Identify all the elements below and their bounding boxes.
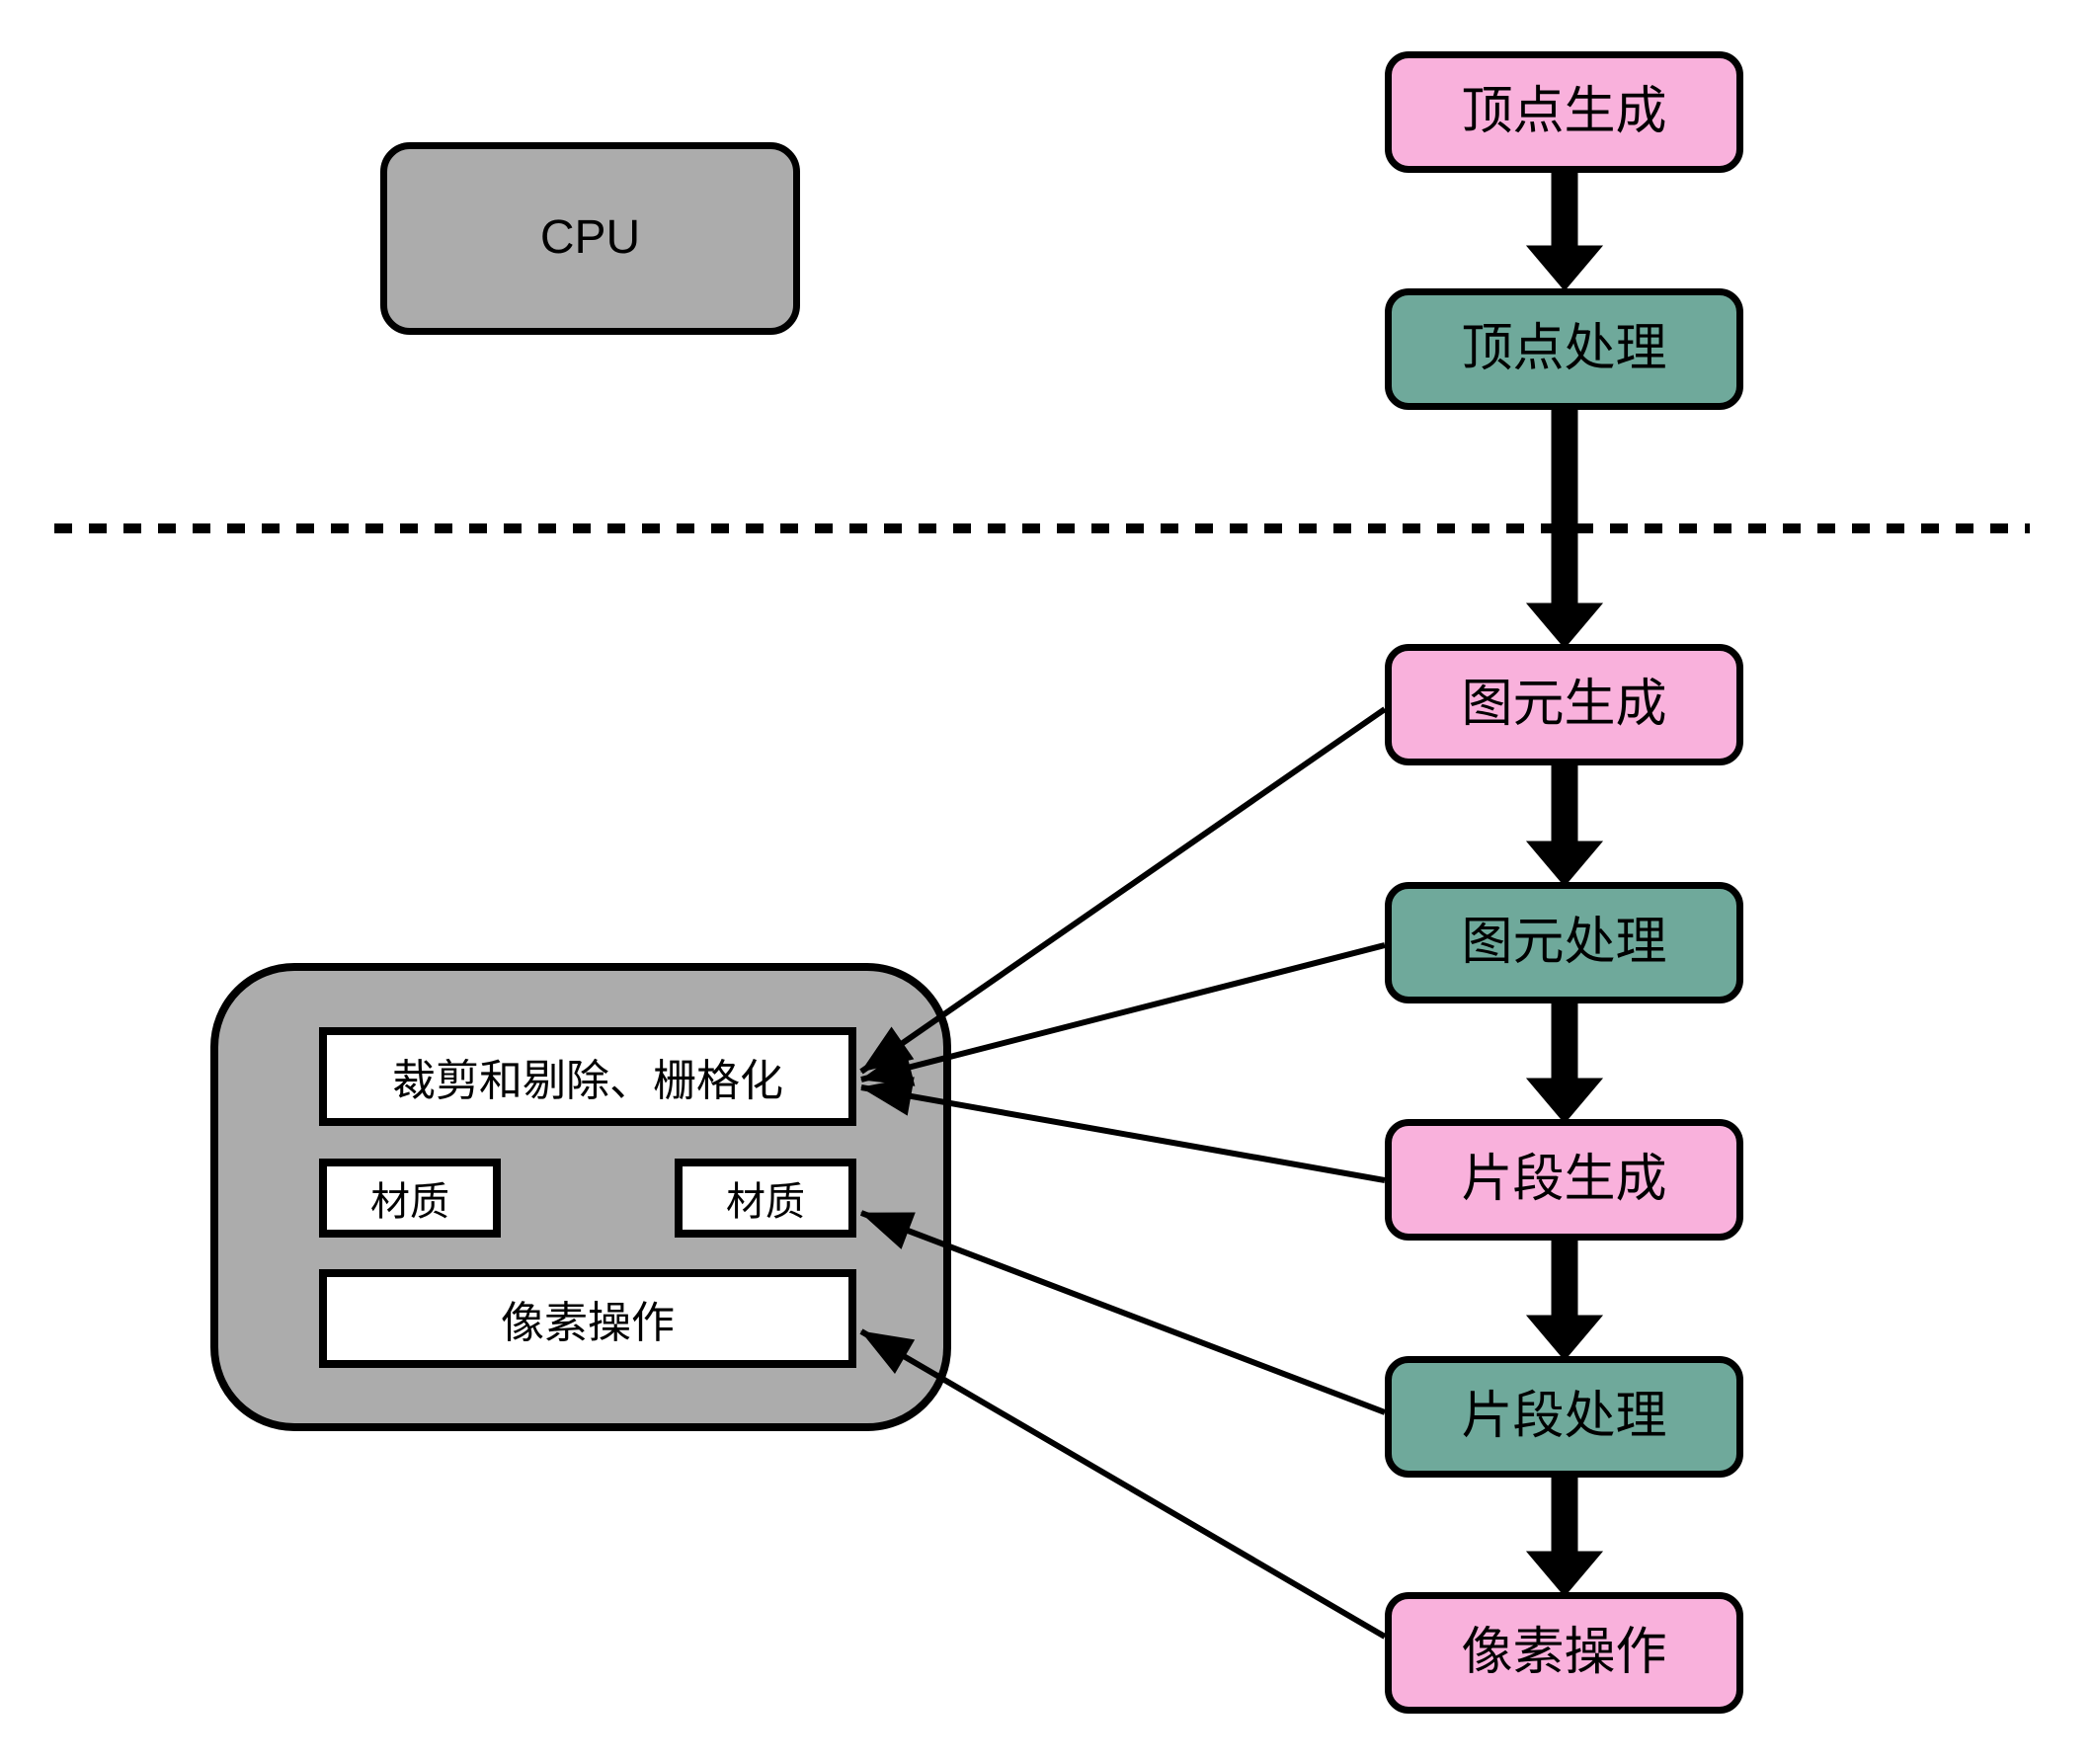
material-box-right: 材质 [675, 1159, 856, 1238]
arrow-vertex-proc-to-primitive-gen [1525, 409, 1604, 649]
arrow-vertex-gen-to-vertex-proc [1525, 172, 1604, 291]
arrow-primitive-gen-to-primitive-proc [1525, 764, 1604, 887]
stage-vertex-processing: 顶点处理 [1385, 288, 1743, 410]
cpu-box: CPU [380, 142, 800, 335]
pixel-operations-box-gpu: 像素操作 [319, 1269, 856, 1368]
clip-cull-rasterize-box: 裁剪和剔除、栅格化 [319, 1027, 856, 1126]
stage-pixel-operations: 像素操作 [1385, 1592, 1743, 1714]
stage-vertex-generation: 顶点生成 [1385, 51, 1743, 173]
stage-fragment-processing: 片段处理 [1385, 1356, 1743, 1478]
arrow-primitive-proc-to-fragment-gen [1525, 1002, 1604, 1124]
arrow-fragment-proc-to-pixel-ops [1525, 1474, 1604, 1597]
stage-fragment-generation: 片段生成 [1385, 1119, 1743, 1241]
stage-primitive-generation: 图元生成 [1385, 644, 1743, 765]
arrow-fragment-gen-to-fragment-proc [1525, 1240, 1604, 1361]
stage-primitive-processing: 图元处理 [1385, 882, 1743, 1003]
material-box-left: 材质 [319, 1159, 501, 1238]
